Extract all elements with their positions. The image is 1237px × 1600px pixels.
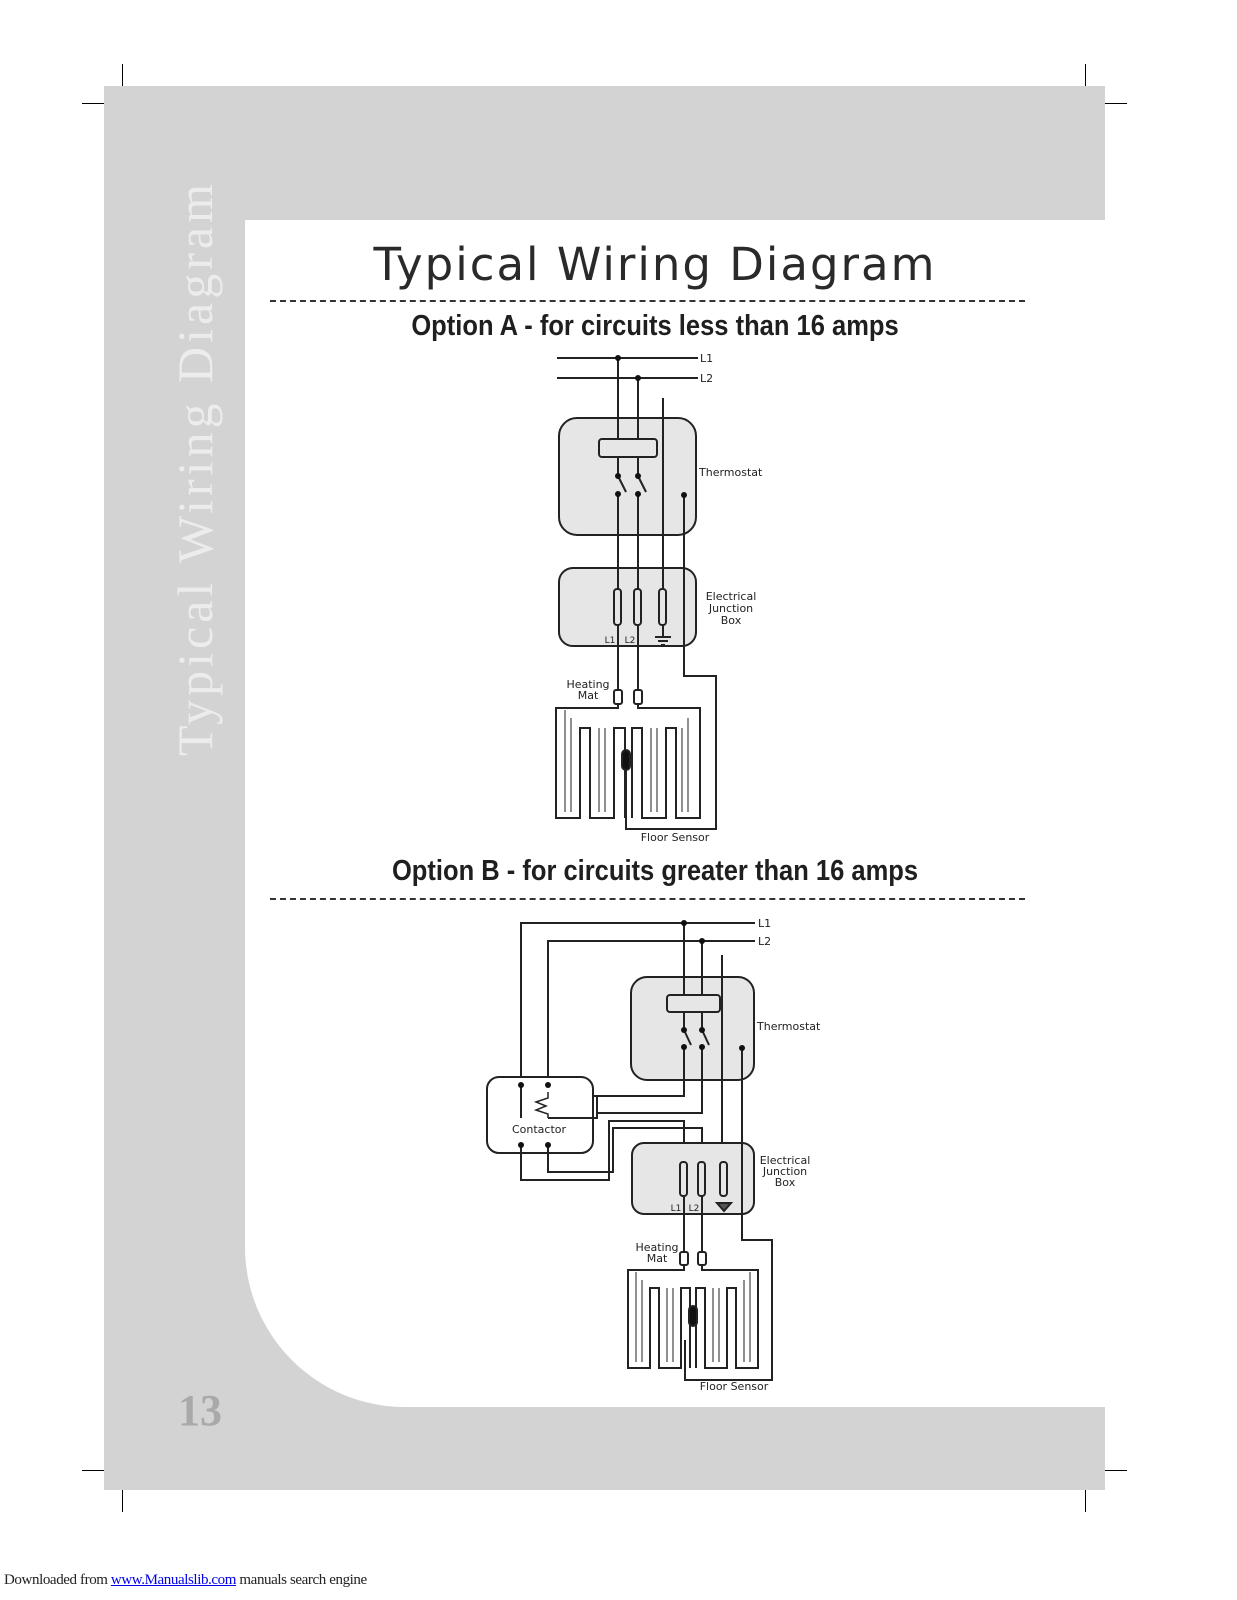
footer: Downloaded from www.Manualslib.com manua… xyxy=(4,1572,367,1589)
label-junction-2: Junction xyxy=(708,602,753,615)
title-divider xyxy=(270,300,1025,302)
thermostat-display xyxy=(598,438,658,458)
crop-mark xyxy=(1105,103,1127,104)
label-l1: L1 xyxy=(758,917,771,930)
label-terminal-l2: L2 xyxy=(625,636,636,646)
label-junction-3: Box xyxy=(721,614,742,627)
label-l2: L2 xyxy=(758,935,771,948)
label-heating-2: Mat xyxy=(578,689,599,702)
label-heating-1: Heating xyxy=(635,1241,678,1254)
thermostat-box xyxy=(558,417,697,536)
label-heating-2: Mat xyxy=(647,1252,668,1265)
label-terminal-l1: L1 xyxy=(605,636,616,646)
option-a-heading: Option A - for circuits less than 16 amp… xyxy=(411,310,899,342)
label-terminal-l1: L1 xyxy=(671,1204,682,1214)
junction-box xyxy=(558,567,697,647)
contactor-box xyxy=(486,1076,594,1154)
footer-suffix: manuals search engine xyxy=(236,1572,367,1588)
label-thermostat: Thermostat xyxy=(698,466,763,479)
label-junction-3: Box xyxy=(775,1176,796,1189)
floor-sensor xyxy=(621,749,631,771)
crop-mark xyxy=(82,1470,104,1471)
label-junction-1: Electrical xyxy=(706,590,757,603)
crop-mark xyxy=(122,64,123,86)
label-heating-1: Heating xyxy=(566,678,609,691)
label-junction-2: Junction xyxy=(762,1165,807,1178)
crop-mark xyxy=(122,1490,123,1512)
label-l1: L1 xyxy=(700,352,713,365)
thermostat-box xyxy=(630,976,755,1081)
page-title: Typical Wiring Diagram xyxy=(373,238,937,291)
footer-prefix: Downloaded from xyxy=(4,1572,111,1588)
crop-mark xyxy=(1085,1490,1086,1512)
crop-mark xyxy=(82,103,104,104)
label-terminal-l2: L2 xyxy=(689,1204,700,1214)
label-contactor: Contactor xyxy=(512,1123,567,1136)
floor-sensor xyxy=(688,1305,698,1327)
label-junction-1: Electrical xyxy=(760,1154,811,1167)
option-b-divider xyxy=(270,898,1025,900)
manualslib-link[interactable]: www.Manualslib.com xyxy=(110,1572,237,1588)
label-floor-sensor: Floor Sensor xyxy=(700,1380,769,1393)
label-thermostat: Thermostat xyxy=(756,1020,821,1033)
label-l2: L2 xyxy=(700,372,713,385)
label-floor-sensor: Floor Sensor xyxy=(641,831,710,844)
crop-mark xyxy=(1105,1470,1127,1471)
page-number: 13 xyxy=(178,1386,222,1435)
crop-mark xyxy=(1085,64,1086,86)
option-b-heading: Option B - for circuits greater than 16 … xyxy=(391,855,919,887)
